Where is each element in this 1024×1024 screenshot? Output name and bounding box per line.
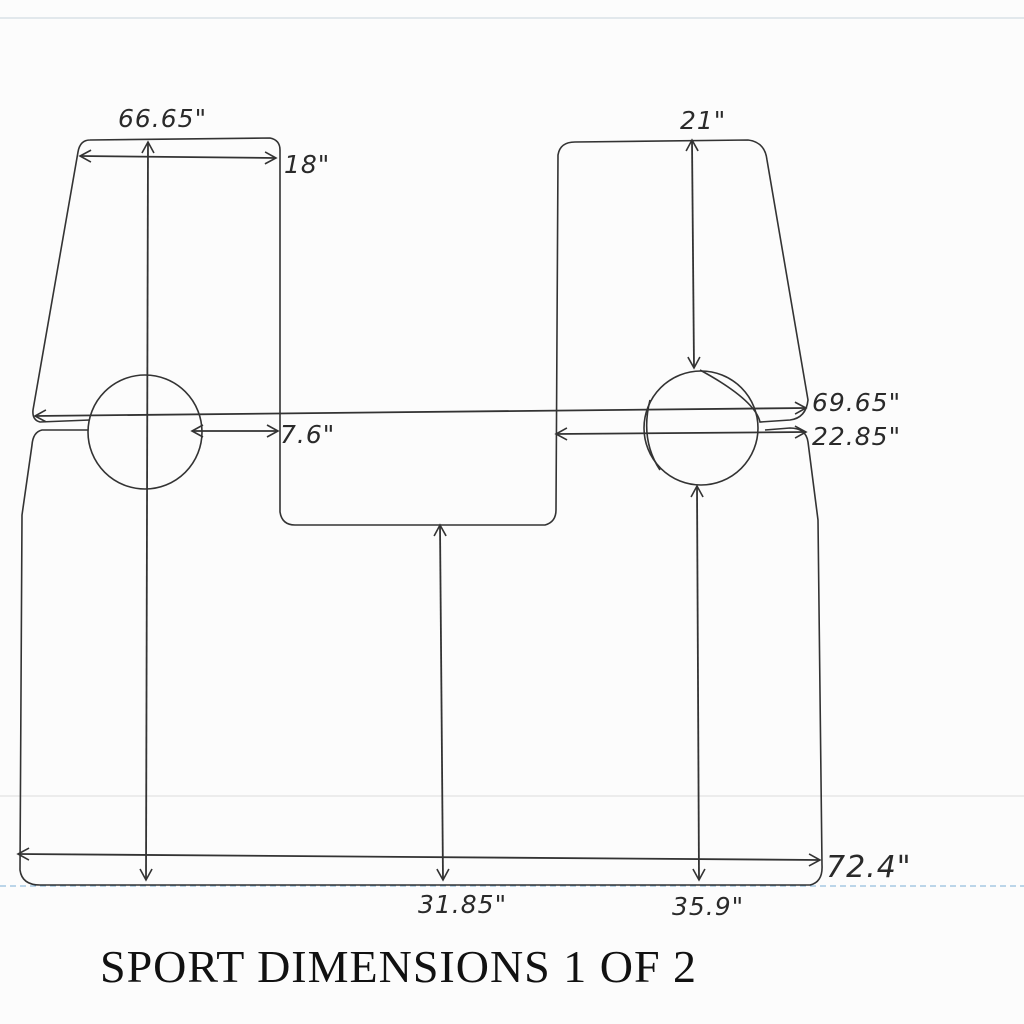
label-left-height: 66.65" [118, 104, 208, 133]
dim-arrow-left-height [139, 140, 155, 882]
label-right-lower-height: 35.9" [672, 892, 745, 921]
page-title: SPORT DIMENSIONS 1 OF 2 [100, 941, 698, 992]
label-center-height: 31.85" [418, 890, 508, 919]
label-left-top-width: 18" [284, 150, 331, 179]
dim-arrow-notch-to-edge [554, 425, 808, 441]
label-notch-to-edge: 22.85" [812, 422, 902, 451]
right-circle-cutout [643, 370, 759, 486]
label-bottom-width: 72.4" [826, 850, 912, 885]
dim-arrow-bottom-width [16, 847, 822, 867]
left-circle-cutout [87, 374, 203, 490]
dim-arrow-right-top-height [685, 138, 701, 370]
dim-arrow-left-top-width [78, 149, 278, 165]
dim-arrow-upper-width [33, 401, 808, 423]
label-circle-to-notch: 7.6" [280, 420, 336, 449]
dim-arrow-center-height [433, 523, 450, 882]
label-right-top-height: 21" [680, 106, 727, 135]
lower-piece-outline [19, 427, 823, 886]
dim-arrow-right-lower-height [690, 484, 706, 882]
label-upper-width: 69.65" [812, 388, 902, 417]
